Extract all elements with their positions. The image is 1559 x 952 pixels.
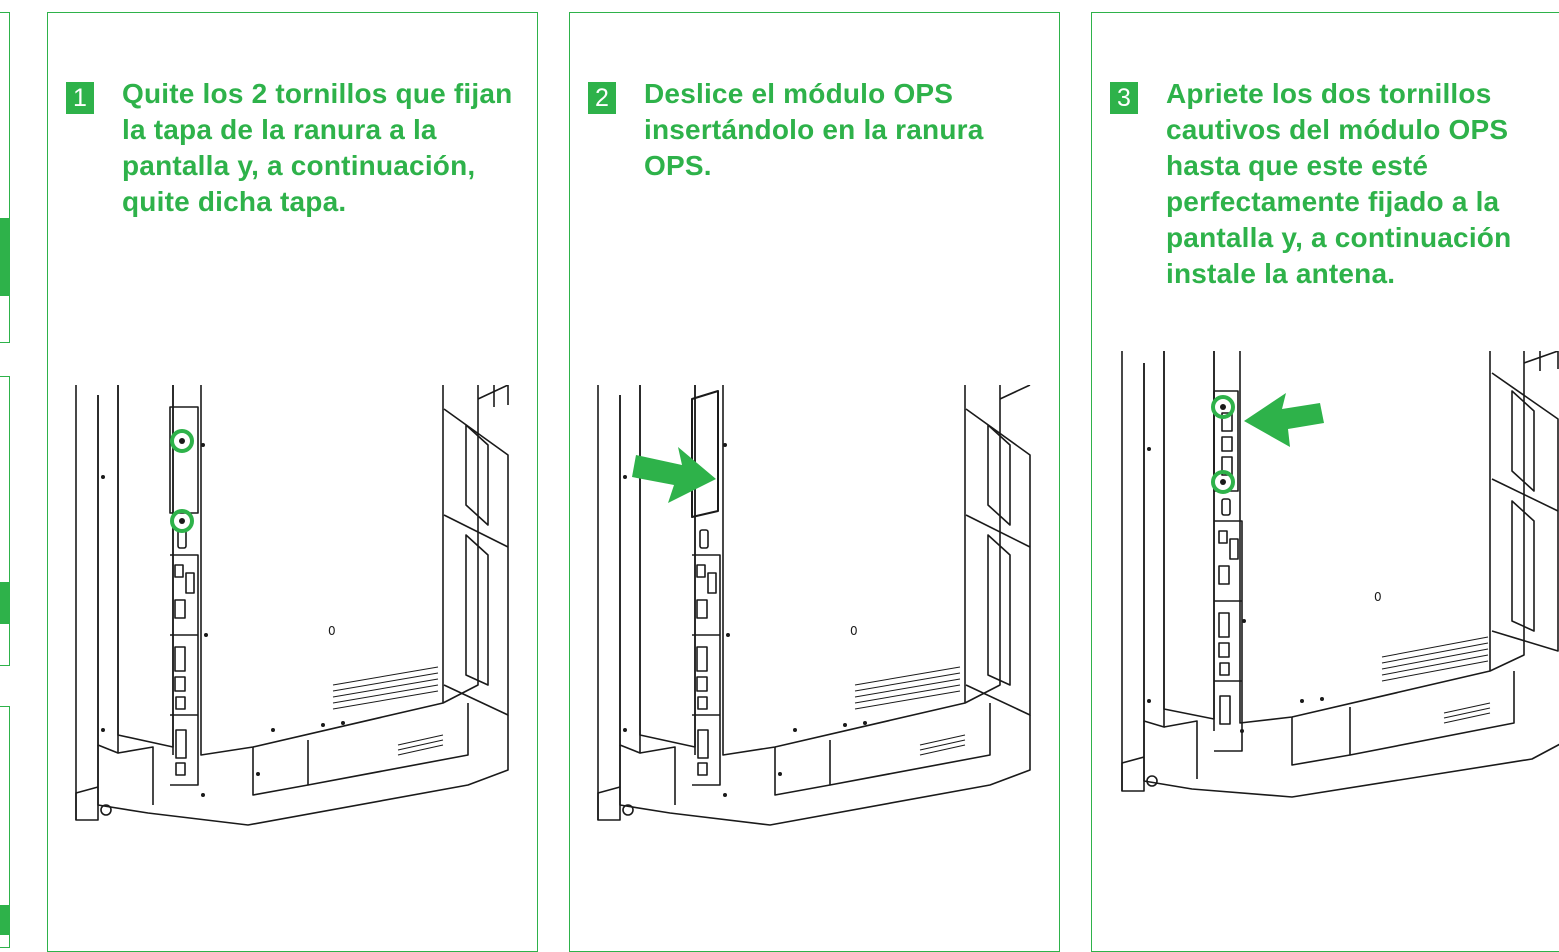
display-rear-illustration: 0: [1092, 351, 1559, 821]
edge-marker-1: [0, 218, 9, 296]
step-panel-2: 2 Deslice el módulo OPS insertándolo en …: [569, 12, 1060, 952]
step-panel-1: 1 Quite los 2 tornillos que fijan la tap…: [47, 12, 538, 952]
edge-frame-1: [0, 12, 10, 343]
step-instruction: Deslice el módulo OPS insertándolo en la…: [644, 78, 984, 181]
step-instruction: Apriete los dos tornillos cautivos del m…: [1166, 78, 1512, 289]
display-rear-illustration: 0: [570, 385, 1059, 845]
step-number-badge: 2: [588, 82, 616, 114]
step-instruction: Quite los 2 tornillos que fijan la tapa …: [122, 78, 513, 217]
display-rear-illustration: 0: [48, 385, 537, 845]
left-edge-strip: [0, 0, 12, 948]
edge-marker-2: [0, 582, 9, 624]
edge-frame-2: [0, 376, 10, 666]
edge-marker-3: [0, 905, 9, 935]
step-panel-3: 3 Apriete los dos tornillos cautivos del…: [1091, 12, 1559, 952]
svg-text:0: 0: [850, 624, 858, 638]
svg-text:0: 0: [328, 624, 336, 638]
step-number-badge: 1: [66, 82, 94, 114]
svg-text:0: 0: [1374, 590, 1382, 604]
step-number-badge: 3: [1110, 82, 1138, 114]
